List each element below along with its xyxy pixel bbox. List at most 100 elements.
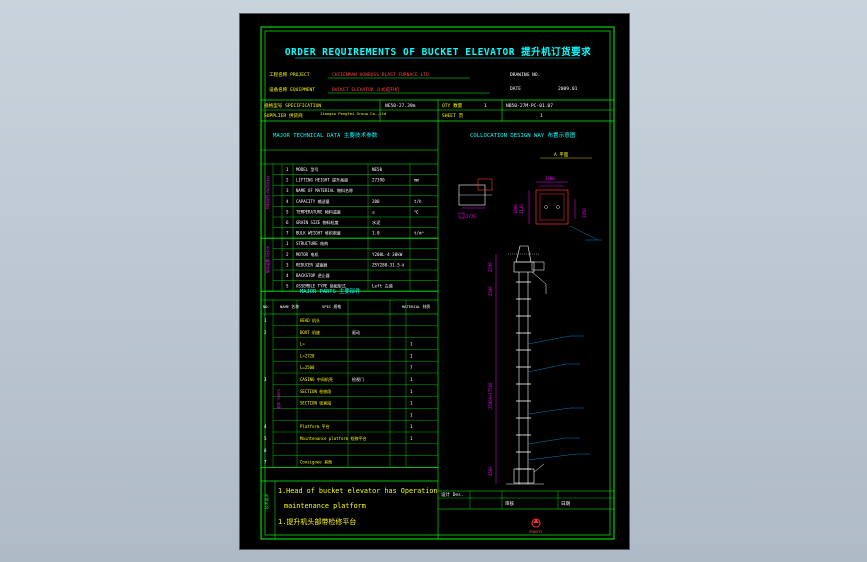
elevator-boot — [513, 468, 535, 484]
tech-row-name: NAME OF MATERIAL 物料名称 — [296, 187, 353, 193]
tech-row-name: CAPACITY 输送量 — [296, 198, 330, 204]
tech-row-value: Y200L-4 30kW — [372, 252, 403, 257]
tech-row-name: ASSEMBLE TYPE 装配型式 — [296, 283, 346, 289]
elevation-dim-total: 25800+17500 — [488, 382, 493, 409]
parts-header-cell: MATERIAL 材质 — [402, 304, 430, 309]
technical-heading: MAJOR TECHNICAL DATA 主要技术参数 — [273, 131, 378, 139]
parts-row-name: SECTION 检修段 — [300, 388, 331, 394]
drawing-title: ORDER REQUIREMENTS OF BUCKET ELEVATOR 提升… — [285, 46, 591, 58]
tech-row-no: 1 — [286, 241, 289, 246]
tech-row-value: ≤ — [372, 209, 375, 214]
equipment-label: 设备名称 EQUIPMENT — [269, 86, 315, 93]
side-view-motor — [477, 178, 493, 191]
parts-row-qty: 1 — [410, 353, 413, 358]
parts-heading: MAJOR PARTS 主要部件 — [300, 287, 361, 295]
parts-row-no: 2 — [264, 330, 267, 335]
parts-row-name: HEAD 机头 — [300, 317, 320, 323]
tech-row-no: 2 — [286, 178, 289, 183]
tech-row-unit: t/h — [414, 199, 422, 204]
spec-value: NE50-27.39m — [385, 103, 416, 109]
discharge-chute — [531, 271, 547, 294]
tech-row-name: TEMPERATURE 物料温度 — [296, 208, 341, 214]
check-label: 审核 — [505, 500, 514, 507]
plan-view-label: A 平面 — [554, 152, 569, 158]
plan-dim-left: 2720 — [466, 214, 476, 219]
qty-label: QTY 数量 — [442, 102, 463, 109]
tech-row-unit: mm — [414, 178, 420, 183]
tech-row-name: STRUCTURE 结构 — [296, 240, 328, 246]
parts-row-no: 1 — [264, 318, 267, 323]
collocation-heading: COLLOCATION DESIGN WAY 布置示意图 — [470, 131, 576, 139]
parts-row-name: BOOT 机座 — [300, 329, 320, 335]
parts-row-qty: 1 — [410, 412, 413, 417]
parts-row-no: 4 — [264, 424, 267, 429]
parts-row-qty: 1 — [410, 401, 413, 406]
tech-row-value: 27390 — [372, 178, 385, 183]
parts-row-qty: 1 — [410, 342, 413, 347]
elevation-dim-bottom: 3500 — [488, 466, 493, 476]
sheet-value: 1 — [540, 113, 543, 119]
spec-label: 规格型号 SPECIFICATION — [264, 102, 321, 109]
parts-row-no: 6 — [264, 448, 267, 453]
parts-row-qty: 7 — [410, 365, 413, 370]
doc-value: NB50-27M-PC-01.07 — [506, 103, 553, 109]
tech-row-name: MOTOR 电机 — [296, 251, 318, 257]
supplier-value: Jiangsu Pengfei Group Co.,Ltd — [320, 111, 386, 116]
supplier-label: SUPPLIER 供货商 — [264, 112, 303, 119]
feed-chute — [533, 463, 545, 473]
plan-dim-top: 1980 — [545, 176, 555, 181]
parts-header-cell: NAME 名称 — [280, 304, 299, 309]
group-label-material: 物料特性 MATERIAL — [265, 175, 270, 209]
drive-unit — [531, 261, 545, 271]
parts-row-no: 5 — [264, 436, 267, 441]
notes-side-label: 技术要求 — [264, 494, 269, 509]
parts-header-cell: NO. — [263, 304, 270, 309]
parts-row-name: L=2500 — [300, 365, 315, 370]
header-block: 工程名称 PROJECT CHIIENMAN HONBOSS BLAST FUR… — [261, 71, 614, 122]
parts-row-spec: 驱动 — [352, 329, 360, 335]
tech-row-value: 200 — [372, 199, 380, 204]
design-label: 设计 Des. — [441, 491, 464, 498]
tech-row-unit: t/m³ — [414, 231, 424, 236]
tech-row-value: ZSY280-31.5-Ⅱ — [372, 262, 404, 267]
tb-date-label: 日期 — [561, 501, 570, 507]
parts-row-name: L=2720 — [300, 353, 315, 358]
sheet-label: SHEET 页 — [442, 113, 464, 119]
project-value: CHIIENMAN HONBOSS BLAST FURNACE LTD — [332, 72, 429, 78]
drawing-label: DRAWING NO. — [510, 72, 540, 78]
tech-row-value: 1.0 — [372, 231, 380, 236]
note-line-1: 1.Head of bucket elevator has Operation — [278, 487, 438, 495]
elevation-view: 25800+17500 2700 2500 3500 — [488, 245, 590, 485]
plan-view: 2720 1980 2130 1800 1350 A 平面 — [458, 152, 602, 241]
company-logo-mark-icon — [533, 519, 539, 523]
parts-row-spec: 检视门 — [352, 376, 364, 382]
company-name: PENGFEI — [529, 530, 543, 534]
project-label: 工程名称 PROJECT — [269, 71, 310, 78]
tech-row-no: 5 — [286, 209, 289, 214]
parts-row-qty: 1 — [410, 389, 413, 394]
outer-frame — [260, 26, 615, 540]
tech-row-value: NE50 — [372, 167, 383, 172]
tech-row-name: MODEL 型号 — [296, 166, 318, 172]
parts-row-name: SECTION 张紧段 — [300, 400, 331, 406]
tech-row-no: 5 — [286, 284, 289, 289]
parts-row-name: Platform 平台 — [300, 423, 330, 429]
inner-frame — [264, 30, 611, 536]
parts-row-qty: 1 — [410, 436, 413, 441]
tech-row-no: 3 — [286, 262, 289, 267]
tech-row-value: 水泥 — [372, 219, 380, 226]
note-line-2: maintenance platform — [284, 502, 366, 510]
notes-block: 技术要求 1.Head of bucket elevator has Opera… — [261, 480, 438, 539]
plan-dim-side-b: 1800 — [513, 204, 518, 214]
parts-row-no: 3 — [264, 377, 267, 382]
tech-row-no: 2 — [286, 252, 289, 257]
drawing-canvas: ORDER REQUIREMENTS OF BUCKET ELEVATOR 提升… — [239, 13, 630, 550]
parts-row-name: L= — [300, 342, 305, 347]
tech-row-no: 6 — [286, 220, 289, 225]
tech-row-name: BACKSTOP 逆止器 — [296, 272, 330, 278]
tech-row-name: REDUCER 减速器 — [296, 261, 327, 267]
parts-row-qty: 1 — [410, 377, 413, 382]
elevation-dim-top: 2700 — [488, 262, 493, 272]
